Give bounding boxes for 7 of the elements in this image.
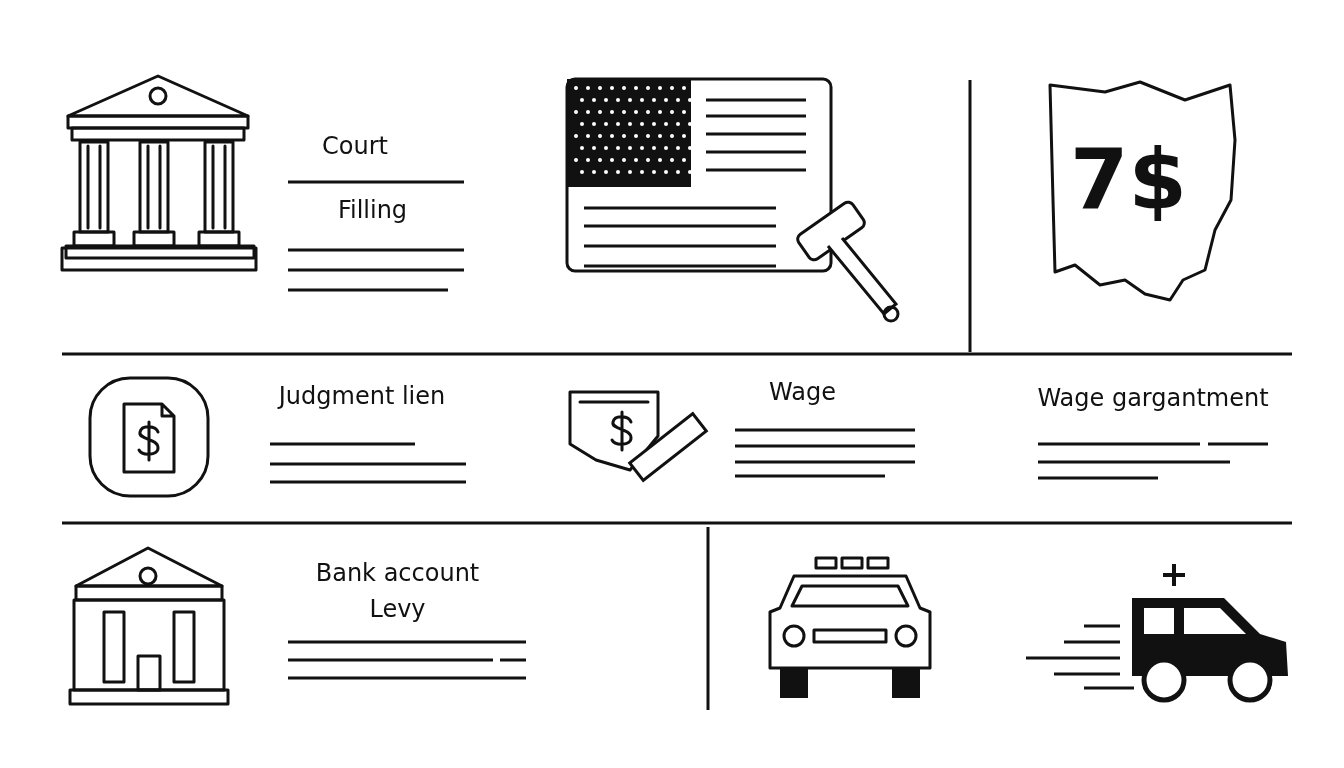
price-text: 7$ — [1070, 135, 1187, 225]
heading-text: Wage — [768, 377, 837, 408]
heading-text: Bank account Levy — [314, 558, 481, 625]
heading-text: Judgment lien — [276, 381, 447, 412]
heading-text: Wage gargantment — [1036, 383, 1270, 414]
heading-text: Filling — [336, 195, 409, 226]
heading-text: Court — [321, 131, 389, 162]
